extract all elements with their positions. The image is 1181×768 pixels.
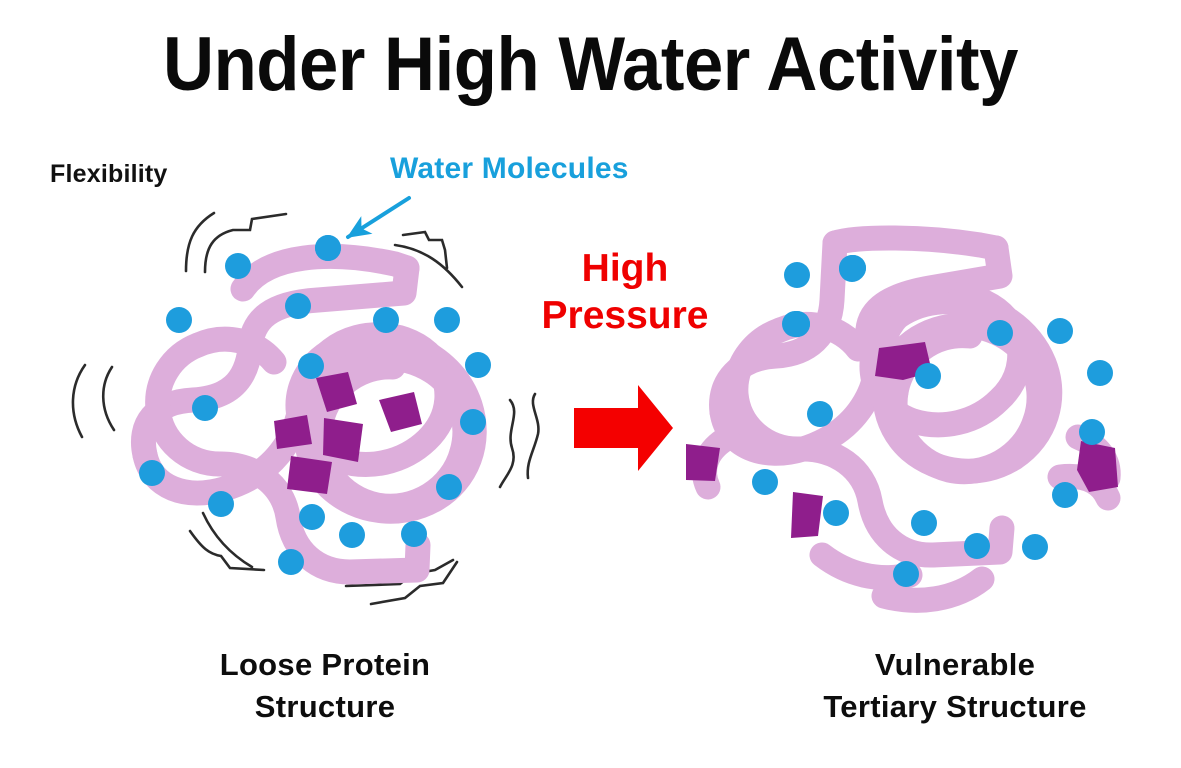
left-protein-ribbon: [131, 243, 487, 585]
water-dot: [752, 469, 778, 495]
water-dot: [139, 460, 165, 486]
water-dot: [299, 504, 325, 530]
caption-vulnerable-tertiary: Vulnerable Tertiary Structure: [730, 644, 1180, 728]
water-dot: [460, 409, 486, 435]
water-dot: [1087, 360, 1113, 386]
caption-right-line-2: Tertiary Structure: [823, 689, 1087, 724]
water-dot: [839, 255, 865, 281]
water-dot: [840, 255, 866, 281]
water-dot: [1052, 482, 1078, 508]
water-dot: [915, 363, 941, 389]
left-motion-lines: [71, 211, 540, 606]
caption-left-line-1: Loose Protein: [219, 647, 431, 682]
water-dot: [1022, 534, 1048, 560]
water-dot: [987, 320, 1013, 346]
left-hydrophobic-patches: [274, 372, 422, 494]
right-water-molecules: [752, 255, 1113, 587]
water-dot: [911, 510, 937, 536]
high-pressure-line-2: Pressure: [541, 294, 709, 337]
page-title: Under High Water Activity: [163, 22, 1018, 107]
water-molecules-label: Water Molecules: [390, 152, 629, 185]
water-dot: [839, 256, 865, 282]
water-dot: [465, 352, 491, 378]
high-pressure-label: High Pressure: [503, 245, 747, 339]
caption-left-line-2: Structure: [254, 689, 396, 724]
water-dot: [782, 311, 808, 337]
water-dot: [278, 549, 304, 575]
caption-loose-protein: Loose Protein Structure: [100, 644, 550, 728]
flexibility-label: Flexibility: [50, 160, 168, 188]
water-dot: [1079, 419, 1105, 445]
water-dot: [166, 307, 192, 333]
water-dot: [784, 311, 810, 337]
water-dot: [784, 262, 810, 288]
right-protein-ribbon: [692, 225, 1121, 613]
water-dot: [784, 311, 810, 337]
water-dot: [840, 255, 866, 281]
water-dot: [401, 521, 427, 547]
high-pressure-line-1: High: [581, 247, 669, 290]
water-dot: [225, 253, 251, 279]
water-dot: [434, 307, 460, 333]
water-dot: [208, 491, 234, 517]
caption-right-line-1: Vulnerable: [874, 647, 1036, 682]
water-dot: [298, 353, 324, 379]
water-dot: [823, 500, 849, 526]
water-dot: [373, 307, 399, 333]
water-dot: [807, 401, 833, 427]
water-dot: [1047, 318, 1073, 344]
water-dot: [893, 561, 919, 587]
right-hydrophobic-patches: [686, 342, 1118, 538]
water-dot: [339, 522, 365, 548]
high-pressure-arrow: [574, 385, 673, 471]
water-dot-callout-target: [315, 235, 341, 261]
water-dot: [436, 474, 462, 500]
water-dot: [192, 395, 218, 421]
water-callout-arrow: [346, 196, 411, 239]
water-dot: [964, 533, 990, 559]
left-water-molecules: [139, 235, 491, 575]
water-dot: [285, 293, 311, 319]
water-dot: [315, 235, 341, 261]
